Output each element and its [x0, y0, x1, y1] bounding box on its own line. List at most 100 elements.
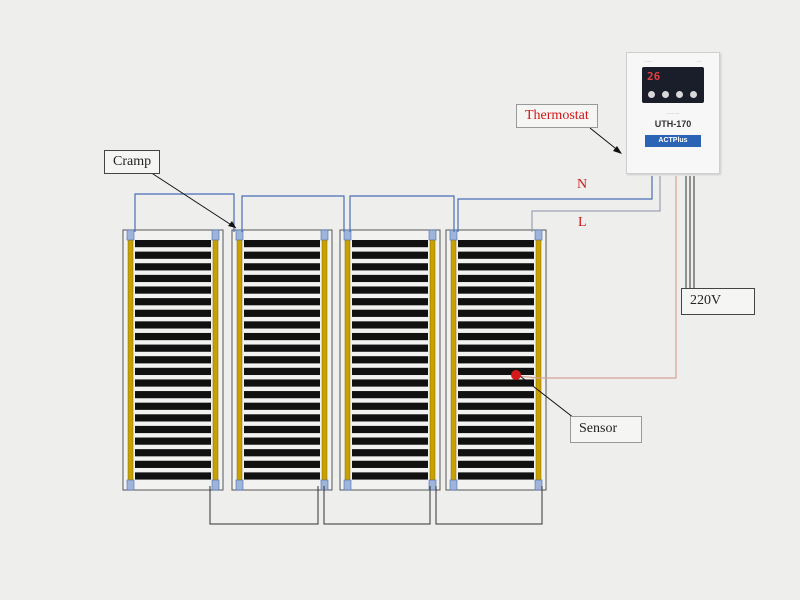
thermostat-caption-mark-icon: ··········	[666, 111, 680, 116]
heating-strip	[135, 391, 211, 399]
heating-strip	[244, 367, 320, 376]
heating-panel-3	[339, 229, 441, 491]
sensor-dot	[511, 370, 521, 380]
sensor-label: Sensor	[570, 416, 642, 443]
cramp-connector	[235, 479, 244, 491]
left-busbar	[450, 233, 457, 487]
right-busbar	[321, 233, 328, 487]
heating-strip	[244, 356, 320, 364]
heating-strip	[458, 251, 534, 259]
thermostat-label: Thermostat	[516, 104, 598, 128]
heating-strip	[244, 240, 320, 248]
heating-strip	[135, 449, 211, 457]
heating-strip	[352, 425, 428, 434]
thermostat-screen: 26	[642, 67, 704, 103]
heating-strip	[458, 309, 534, 317]
heating-strip	[352, 344, 428, 352]
heating-strip	[135, 414, 211, 422]
thermostat-mark-right-icon: ···	[697, 59, 701, 64]
heating-strip	[244, 321, 320, 329]
heating-strip	[458, 437, 534, 445]
cramp-connector	[449, 479, 458, 491]
heating-strip	[135, 460, 211, 468]
heating-strip	[352, 472, 428, 480]
heating-strip	[458, 472, 534, 480]
heating-strip	[458, 263, 534, 271]
right-busbar	[535, 233, 542, 487]
cramp-leader-arrow	[228, 221, 236, 228]
heating-strip	[135, 367, 211, 376]
heating-strip	[135, 344, 211, 352]
heating-strip	[135, 286, 211, 294]
heating-strip	[352, 332, 428, 341]
heating-strip	[458, 274, 534, 283]
heating-panel-1	[122, 229, 224, 491]
heating-strip	[458, 298, 534, 306]
thermostat-top-marks: ········	[645, 59, 701, 64]
thermostat-leader-line	[589, 127, 621, 153]
cramp-connector	[320, 229, 329, 241]
heating-strip	[135, 379, 211, 387]
power-220v-label: 220V	[681, 288, 755, 315]
heating-strip	[352, 414, 428, 422]
heating-film-panels	[122, 229, 547, 491]
heating-strip	[458, 286, 534, 294]
heating-strip	[135, 472, 211, 480]
sensor-wire	[517, 176, 677, 379]
bottom-bridge-wire-1	[209, 486, 319, 525]
live-wire	[531, 176, 661, 232]
heating-strip	[135, 309, 211, 317]
heating-strip	[352, 274, 428, 283]
heating-strip	[352, 321, 428, 329]
neutral-label: N	[577, 177, 588, 192]
heating-strip	[244, 298, 320, 306]
heating-strip	[244, 460, 320, 468]
cramp-connector	[534, 479, 543, 491]
heating-strip	[244, 425, 320, 434]
heating-strip	[458, 391, 534, 399]
thermostat-button-2[interactable]	[662, 91, 669, 98]
cramp-connector	[343, 479, 352, 491]
heating-strip	[352, 356, 428, 364]
heating-strip	[244, 263, 320, 271]
top-bridge-wire-3	[349, 195, 455, 232]
heating-strip	[352, 367, 428, 376]
thermostat-temperature-display: 26	[647, 70, 661, 83]
heating-strip	[244, 437, 320, 445]
heating-strip	[135, 263, 211, 271]
heating-strip	[244, 332, 320, 341]
heating-strip	[458, 379, 534, 387]
thermostat-button-3[interactable]	[676, 91, 683, 98]
heating-strip	[244, 286, 320, 294]
heating-strip	[458, 240, 534, 248]
heating-strip	[244, 379, 320, 387]
thermostat-leader-arrow	[613, 146, 622, 154]
thermostat-button-4[interactable]	[690, 91, 697, 98]
heating-strip	[458, 321, 534, 329]
top-bridge-wire-2	[241, 195, 345, 232]
heating-strip	[352, 298, 428, 306]
cramp-connector	[428, 229, 437, 241]
heating-strip	[458, 356, 534, 364]
top-bridge-wire-1	[134, 193, 235, 232]
heating-strip	[352, 379, 428, 387]
heating-strip	[458, 414, 534, 422]
heating-strip	[135, 274, 211, 283]
heating-strip	[352, 437, 428, 445]
cramp-connector	[126, 229, 135, 241]
heating-strip	[458, 449, 534, 457]
heating-strip	[244, 251, 320, 259]
heating-panel-2	[231, 229, 333, 491]
live-label: L	[578, 215, 587, 230]
bottom-bridge-wire-2	[323, 486, 431, 525]
right-busbar	[429, 233, 436, 487]
heating-strip	[458, 332, 534, 341]
heating-strip	[244, 309, 320, 317]
heating-strip	[458, 367, 534, 376]
heating-strip	[458, 402, 534, 410]
heating-strip	[458, 425, 534, 434]
heating-strip	[135, 240, 211, 248]
heating-strip	[244, 414, 320, 422]
thermostat-button-1[interactable]	[648, 91, 655, 98]
heating-strip	[352, 251, 428, 259]
